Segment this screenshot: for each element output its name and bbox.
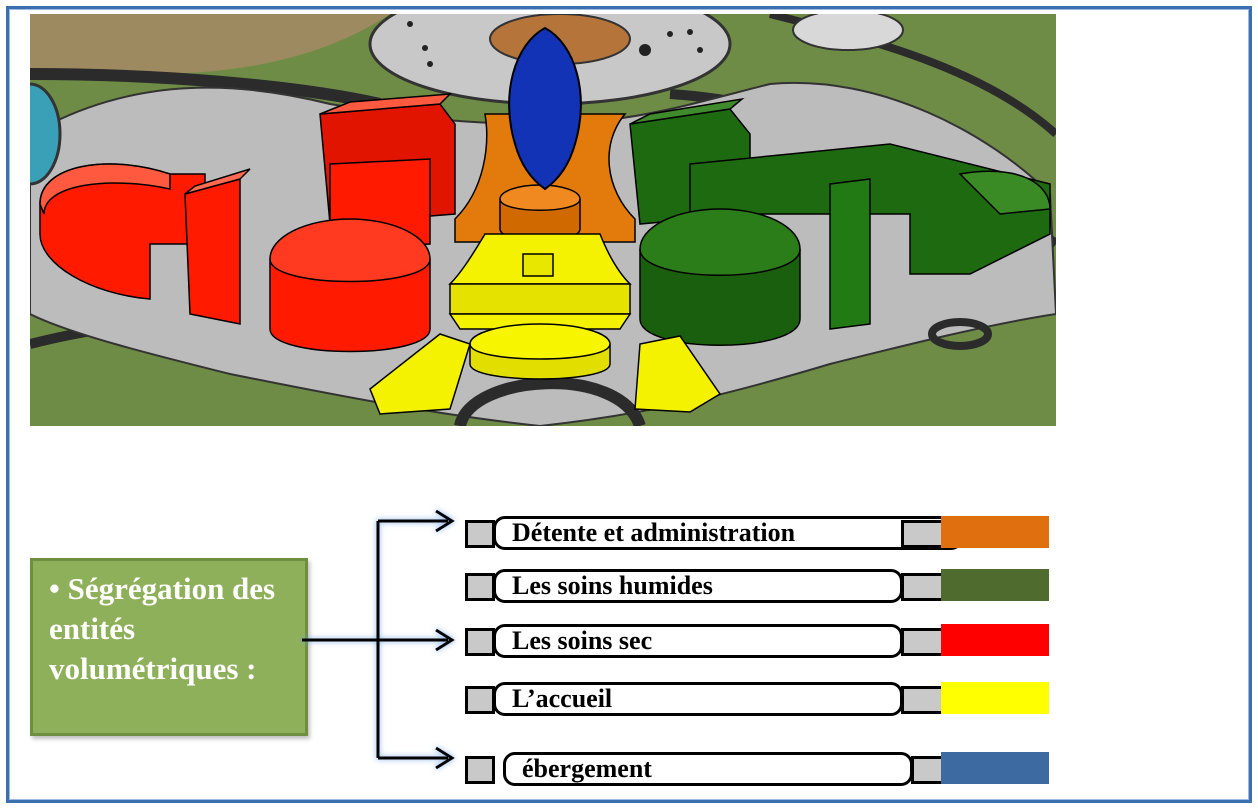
legend-left-cap	[465, 628, 495, 656]
legend-row-accueil: L’accueil	[465, 682, 1050, 716]
concept-box: • Ségrégation des entités volumétriques …	[30, 558, 308, 736]
legend-label: L’accueil	[493, 682, 903, 716]
page-frame	[6, 6, 1252, 803]
legend-left-cap	[465, 756, 495, 784]
legend-label: Les soins sec	[493, 624, 903, 658]
legend-label: Détente et administration	[493, 516, 963, 550]
concept-label: Ségrégation des entités volumétriques :	[49, 571, 276, 686]
legend-color-swatch	[941, 624, 1049, 656]
legend-color-swatch	[941, 569, 1049, 601]
legend-left-cap	[465, 520, 495, 548]
massing-render	[30, 14, 1056, 426]
legend-row-detente: Détente et administration	[465, 516, 1050, 550]
legend-color-swatch	[941, 682, 1049, 714]
legend-row-soins-sec: Les soins sec	[465, 624, 1050, 658]
legend-row-soins-humides: Les soins humides	[465, 569, 1050, 603]
legend-left-cap	[465, 573, 495, 601]
legend-color-swatch	[941, 752, 1049, 784]
bullet-glyph: •	[49, 571, 60, 606]
legend-color-swatch	[941, 516, 1049, 548]
legend-label: Les soins humides	[493, 569, 903, 603]
concept-text-block: • Ségrégation des entités volumétriques …	[49, 569, 297, 689]
legend-row-hebergement: ébergement	[465, 752, 1050, 786]
legend-label: ébergement	[503, 752, 913, 786]
legend-left-cap	[465, 686, 495, 714]
